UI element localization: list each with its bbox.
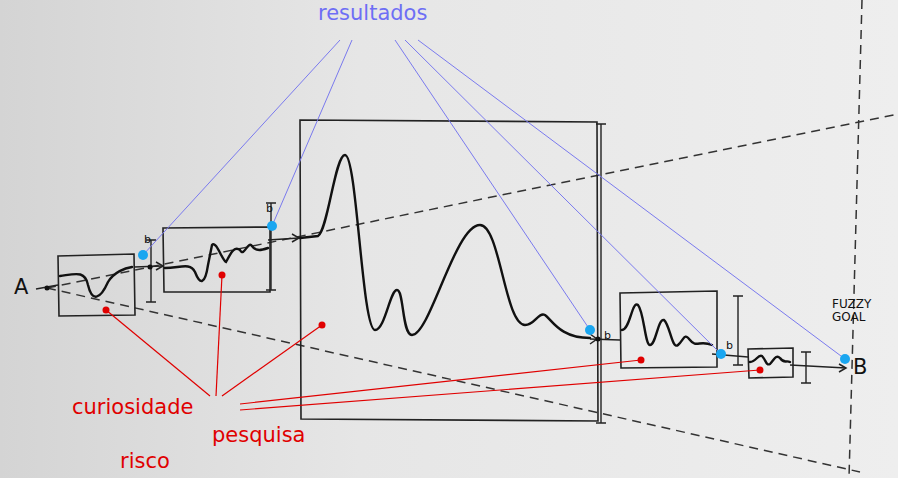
guide-lines [47,0,898,478]
boxes [58,120,793,421]
curiosity-leaders [106,275,760,410]
goal-note: FUZZY GOAL [832,298,880,324]
curves [60,155,790,364]
benchmark-mark: b [144,234,151,246]
result-label: resultados [318,2,427,25]
result-dots [138,221,850,364]
points [45,265,601,342]
research-label: pesquisa [212,424,305,447]
result-leaders [143,40,845,359]
start-point: A [14,276,28,299]
end-point: B [853,356,867,379]
benchmark-mark: b [726,340,733,352]
brackets [146,124,811,423]
curiosity-label: curiosidade [72,396,193,419]
flow-arrows [36,234,846,372]
benchmark-mark: b [604,330,611,342]
curiosity-dots [103,272,764,374]
benchmark-mark: b [266,203,273,215]
risk-label: risco [120,450,170,473]
